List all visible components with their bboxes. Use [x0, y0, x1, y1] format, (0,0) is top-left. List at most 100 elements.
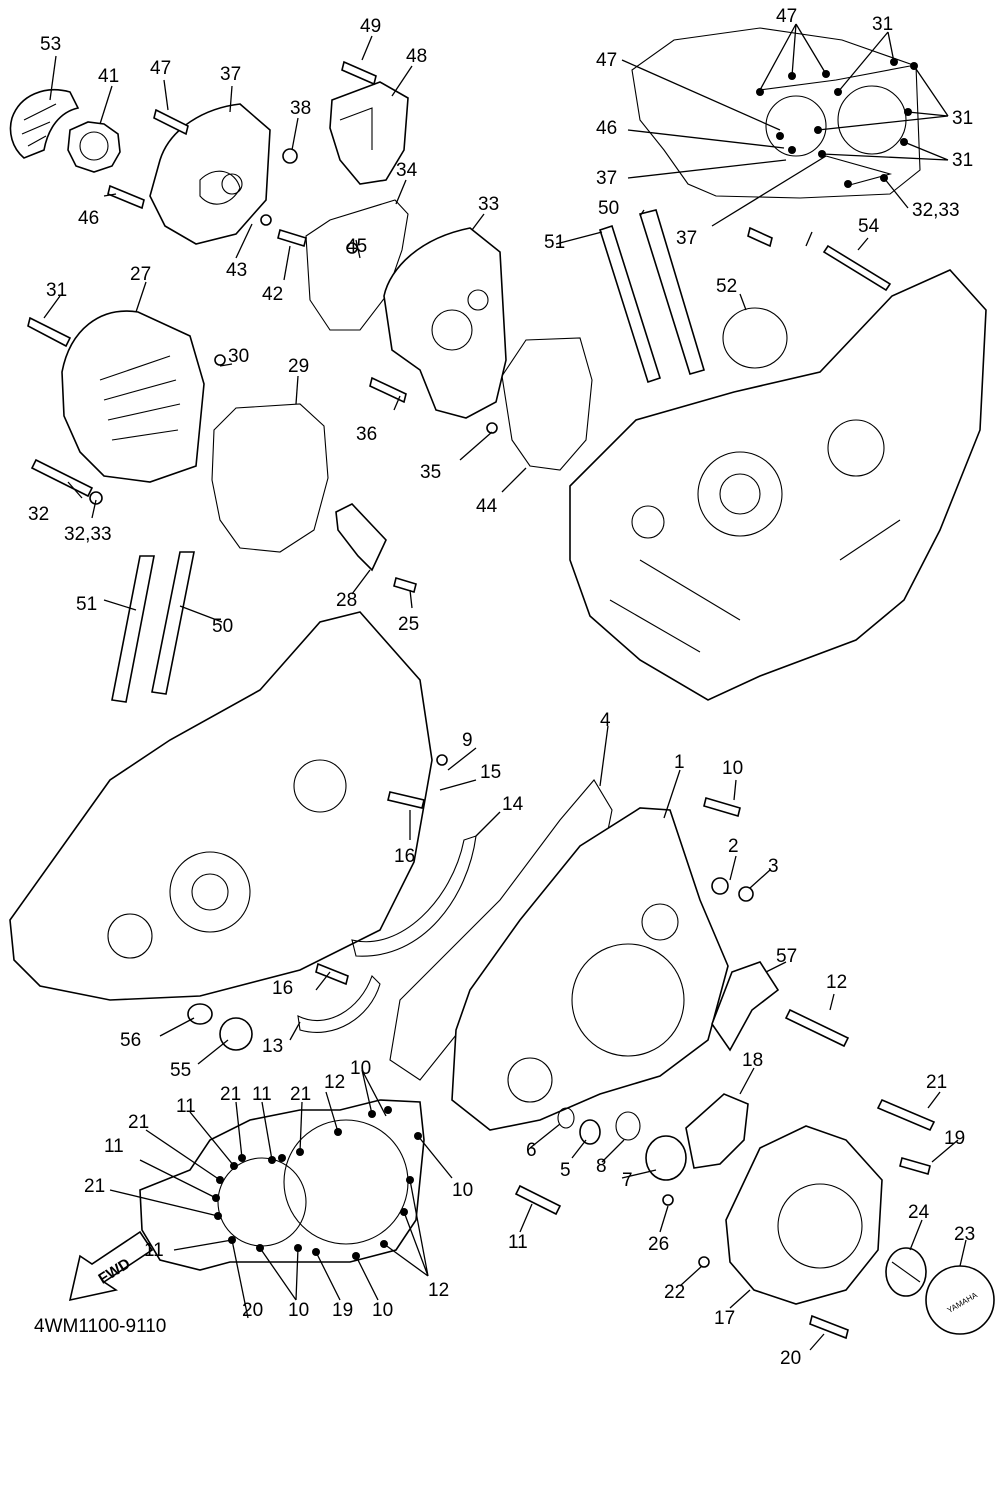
callout-10-a: 10 [350, 1058, 371, 1079]
callout-20-left: 20 [242, 1300, 263, 1321]
diagram-code: 4WM1100-9110 [34, 1316, 166, 1337]
callout-21-right: 21 [926, 1072, 947, 1093]
callout-11-a: 11 [252, 1084, 272, 1105]
callout-6: 6 [526, 1140, 537, 1161]
callout-46-inset: 46 [596, 118, 617, 139]
bolts [27, 60, 936, 1340]
callout-47: 47 [150, 58, 171, 79]
leader-lines [43, 23, 967, 1351]
callout-16-top: 16 [394, 846, 415, 867]
part-18-bracket [685, 1093, 749, 1169]
callout-4: 4 [600, 710, 611, 731]
callout-45: 45 [346, 236, 367, 257]
callout-31-inset-a: 31 [872, 14, 893, 35]
part-5-plug [579, 1119, 601, 1145]
callout-15: 15 [480, 762, 501, 783]
callout-54: 55 [170, 1060, 191, 1081]
part-55-washer [187, 1003, 213, 1025]
callout-31-left: 31 [46, 280, 67, 301]
callout-13: 13 [262, 1036, 283, 1057]
callout-5: 5 [560, 1160, 571, 1181]
part-14-guide [351, 835, 477, 957]
callout-11-d: 11 [144, 1240, 164, 1261]
callout-28: 25 [398, 614, 419, 635]
callout-11-e: 11 [508, 1232, 528, 1253]
callout-23: 23 [954, 1224, 975, 1245]
part-34-cover [383, 227, 507, 419]
callout-44: 44 [476, 496, 498, 517]
callout-43: 43 [226, 260, 247, 281]
part-51-stud-upper [599, 224, 661, 384]
callout-50-top: 50 [598, 198, 619, 219]
callout-38: 37 [220, 64, 241, 85]
part-8-oring [615, 1111, 641, 1141]
callout-20-right: 20 [780, 1348, 801, 1369]
callout-12-a: 12 [324, 1072, 345, 1093]
part-29-gasket [211, 403, 329, 553]
callout-19-right: 19 [944, 1128, 965, 1149]
callout-3: 3 [768, 856, 779, 877]
callout-41: 41 [98, 66, 119, 87]
callout-18: 18 [742, 1050, 763, 1071]
callout-42: 42 [262, 284, 283, 305]
callout-24: 24 [908, 1202, 930, 1223]
part-27-bracket [335, 503, 387, 572]
callout-11-b: 11 [176, 1096, 196, 1117]
callout-12-b: 12 [428, 1280, 449, 1301]
callout-50-left: 50 [212, 616, 233, 637]
part-1-crankcase-cover [451, 807, 729, 1131]
callout-8: 8 [596, 1156, 607, 1177]
callout-49: 49 [360, 16, 381, 37]
part-44-gasket [501, 337, 593, 471]
callout-labels: 53 41 47 37 38 49 48 34 45 33 46 43 42 3… [28, 6, 975, 1369]
part-26-cover [61, 310, 205, 483]
callout-55: 56 [120, 1030, 141, 1051]
part-drawings: YAMAHA [9, 27, 995, 1340]
callout-47-inset-a: 47 [776, 6, 797, 27]
part-56-bracket [711, 961, 780, 1052]
part-52-oring [722, 307, 788, 369]
callout-34: 33 [478, 194, 499, 215]
callout-11-c: 11 [104, 1136, 124, 1157]
callout-30: 30 [228, 346, 249, 367]
part-7-plug [645, 1135, 687, 1181]
part-50-stud-lower [151, 551, 195, 695]
callout-39: 38 [290, 98, 311, 119]
callout-17: 17 [714, 1308, 735, 1329]
callout-14: 14 [502, 794, 524, 815]
callout-48: 48 [406, 46, 427, 67]
callout-19-left: 19 [332, 1300, 353, 1321]
callout-12-right: 12 [826, 972, 847, 993]
callout-21-b: 21 [290, 1084, 311, 1105]
callout-27: 28 [336, 590, 357, 611]
callout-46-left: 46 [78, 208, 99, 229]
callout-22: 22 [664, 1282, 685, 1303]
callout-10-c: 10 [288, 1300, 309, 1321]
callout-51-top: 51 [544, 232, 565, 253]
callout-47-inset-b: 47 [596, 50, 617, 71]
callout-32-33-inset: 32,33 [912, 200, 960, 221]
callout-25: 26 [648, 1234, 669, 1255]
callout-31-inset-c: 31 [952, 150, 973, 171]
callout-21-a: 21 [220, 1084, 241, 1105]
callout-1: 1 [674, 752, 685, 773]
callout-21-c: 21 [128, 1112, 149, 1133]
callout-2: 2 [728, 836, 739, 857]
callout-56: 57 [776, 946, 797, 967]
callout-7: 7 [622, 1170, 633, 1191]
callout-9: 9 [462, 730, 473, 751]
crankcase-left [9, 611, 433, 1001]
crankcase-inset [631, 27, 921, 199]
lower-left-cover [139, 1099, 425, 1271]
callout-37-inset-a: 37 [596, 168, 617, 189]
part-50-stud-upper [638, 209, 705, 375]
callout-51-left: 51 [76, 594, 97, 615]
callout-53: 54 [858, 216, 880, 237]
callout-37-mid: 36 [356, 424, 377, 445]
callout-35: 34 [396, 160, 418, 181]
callout-16-bottom: 16 [272, 978, 293, 999]
part-6-oring [557, 1107, 575, 1129]
callout-33: 32,33 [64, 524, 112, 545]
part-54-plug [219, 1017, 253, 1051]
